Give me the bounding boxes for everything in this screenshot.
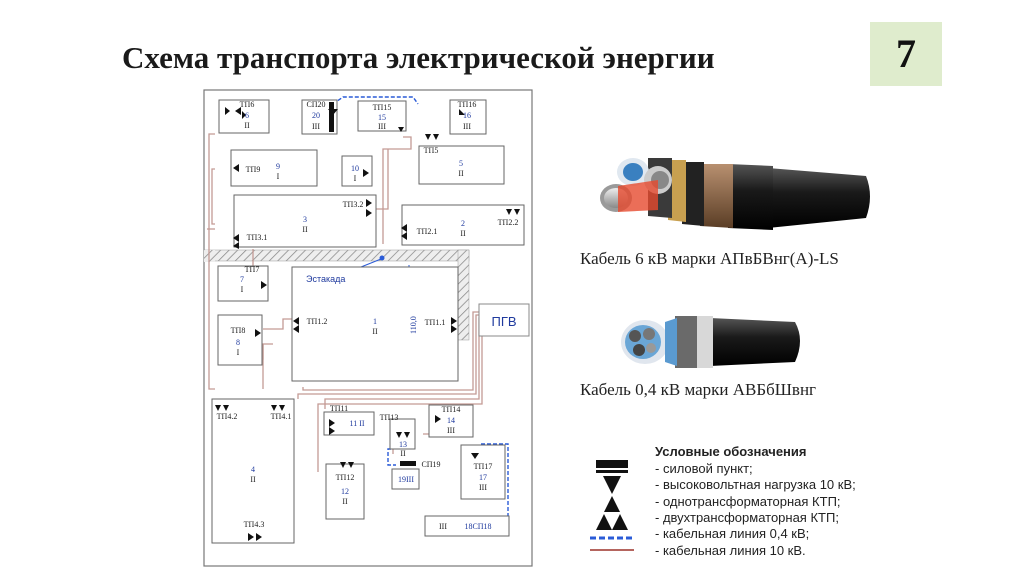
- box-label: III: [312, 122, 320, 131]
- legend-double-ktp-symbol-b: [612, 514, 628, 530]
- box-label: II: [372, 327, 378, 336]
- box-label: 14: [447, 416, 455, 425]
- box-label: ТП3.2: [343, 200, 364, 209]
- box-label: III: [378, 122, 386, 131]
- box-label: 17: [479, 473, 487, 482]
- box-label: 12: [341, 487, 349, 496]
- box-label: II: [302, 225, 308, 234]
- box-label: ТП15: [373, 103, 392, 112]
- box-label: 8: [236, 338, 240, 347]
- dimension-label: 110,0: [409, 316, 418, 334]
- legend-item: - высоковольтная нагрузка 10 кВ;: [655, 477, 856, 492]
- estakada-right: [457, 249, 470, 341]
- box-label: II: [250, 475, 256, 484]
- box-label: 10: [351, 164, 359, 173]
- box-label: ТП13: [380, 413, 399, 422]
- box-label: 19III: [398, 475, 414, 484]
- box-label: ТП5: [424, 146, 439, 155]
- box-label: I: [237, 348, 240, 357]
- box-label: II: [342, 497, 348, 506]
- pgv-box: [478, 303, 530, 337]
- box-label: ТП16: [458, 100, 477, 109]
- box-label: 11 II: [349, 419, 364, 428]
- box-label: ТП7: [245, 265, 260, 274]
- box-label: 2: [461, 219, 465, 228]
- slide-title: Схема транспорта электрической энергии: [122, 40, 715, 75]
- cable-6kv-image: [600, 158, 870, 230]
- box-label: 3: [303, 215, 307, 224]
- legend-power-point-symbol: [596, 460, 628, 468]
- box-label: III: [479, 483, 487, 492]
- box-label: ТП6: [240, 100, 255, 109]
- box-label: II: [460, 229, 466, 238]
- box-label: ТП17: [474, 462, 493, 471]
- box-label: II: [400, 449, 406, 458]
- legend-double-ktp-symbol-a: [596, 514, 612, 530]
- legend-symbols: [590, 460, 634, 551]
- box-label: СП19: [421, 460, 440, 469]
- box-label: ТП4.3: [244, 520, 265, 529]
- box-label: 7: [240, 275, 244, 284]
- box-label: II: [244, 121, 250, 130]
- building-boxes: [211, 99, 525, 544]
- cable-6kv-label: Кабель 6 кВ марки АПвБВнг(А)-LS: [580, 249, 839, 268]
- box-label: 13: [399, 440, 407, 449]
- legend-hv-load-symbol-frame: [596, 470, 628, 473]
- box-label: III: [439, 522, 447, 531]
- box-label: I: [241, 285, 244, 294]
- legend-title: Условные обозначения: [655, 444, 807, 459]
- box-label: 1: [373, 317, 377, 326]
- page-number: 7: [870, 22, 942, 86]
- box-label: 20: [312, 111, 320, 120]
- legend-single-ktp-symbol: [604, 496, 620, 512]
- box-label: ТП11: [330, 404, 348, 413]
- box-label: III: [447, 426, 455, 435]
- box-label: 16: [463, 111, 471, 120]
- legend-item: - силовой пункт;: [655, 461, 753, 476]
- cable-04kv-image: [621, 316, 800, 368]
- box-label: ТП1.1: [425, 318, 446, 327]
- estakada-label: Эстакада: [306, 274, 345, 284]
- legend-item: - двухтрансформаторная КТП;: [655, 510, 839, 525]
- legend-item: - кабельная линия 10 кВ.: [655, 543, 806, 558]
- legend-item: - однотрансформаторная КТП;: [655, 494, 841, 509]
- estakada-point: [379, 255, 385, 261]
- box-label: II: [458, 169, 464, 178]
- pgv-label: ПГВ: [491, 314, 516, 329]
- box-label: СП20: [306, 100, 325, 109]
- box-label: 9: [276, 162, 280, 171]
- box-label: 6: [245, 111, 249, 120]
- legend-hv-load-symbol: [603, 476, 621, 494]
- box-label: 4: [251, 465, 255, 474]
- box-label: I: [277, 172, 280, 181]
- legend-item: - кабельная линия 0,4 кВ;: [655, 526, 810, 541]
- transformer-markers: [215, 102, 520, 541]
- cable-04kv-label: Кабель 0,4 кВ марки АВБбШвнг: [580, 380, 817, 399]
- box-label: ТП4.2: [217, 412, 238, 421]
- box-label: ТП14: [442, 405, 461, 414]
- box-label: ТП8: [231, 326, 246, 335]
- box-label: 18СП18: [464, 522, 491, 531]
- box-label: ТП3.1: [247, 233, 268, 242]
- box-label: ТП2.2: [498, 218, 519, 227]
- box-label: ТП1.2: [307, 317, 328, 326]
- box-label: ТП4.1: [271, 412, 292, 421]
- box-label: 5: [459, 159, 463, 168]
- power-supply-diagram: ПГВ ТП6 6 II СП20 20 III: [203, 89, 533, 567]
- box-label: ТП12: [336, 473, 355, 482]
- box-label: ТП2.1: [417, 227, 438, 236]
- estakada-top: [203, 249, 470, 262]
- box-label: I: [354, 174, 357, 183]
- box-label: 15: [378, 113, 386, 122]
- box-label: ТП9: [246, 165, 261, 174]
- box-label: III: [463, 122, 471, 131]
